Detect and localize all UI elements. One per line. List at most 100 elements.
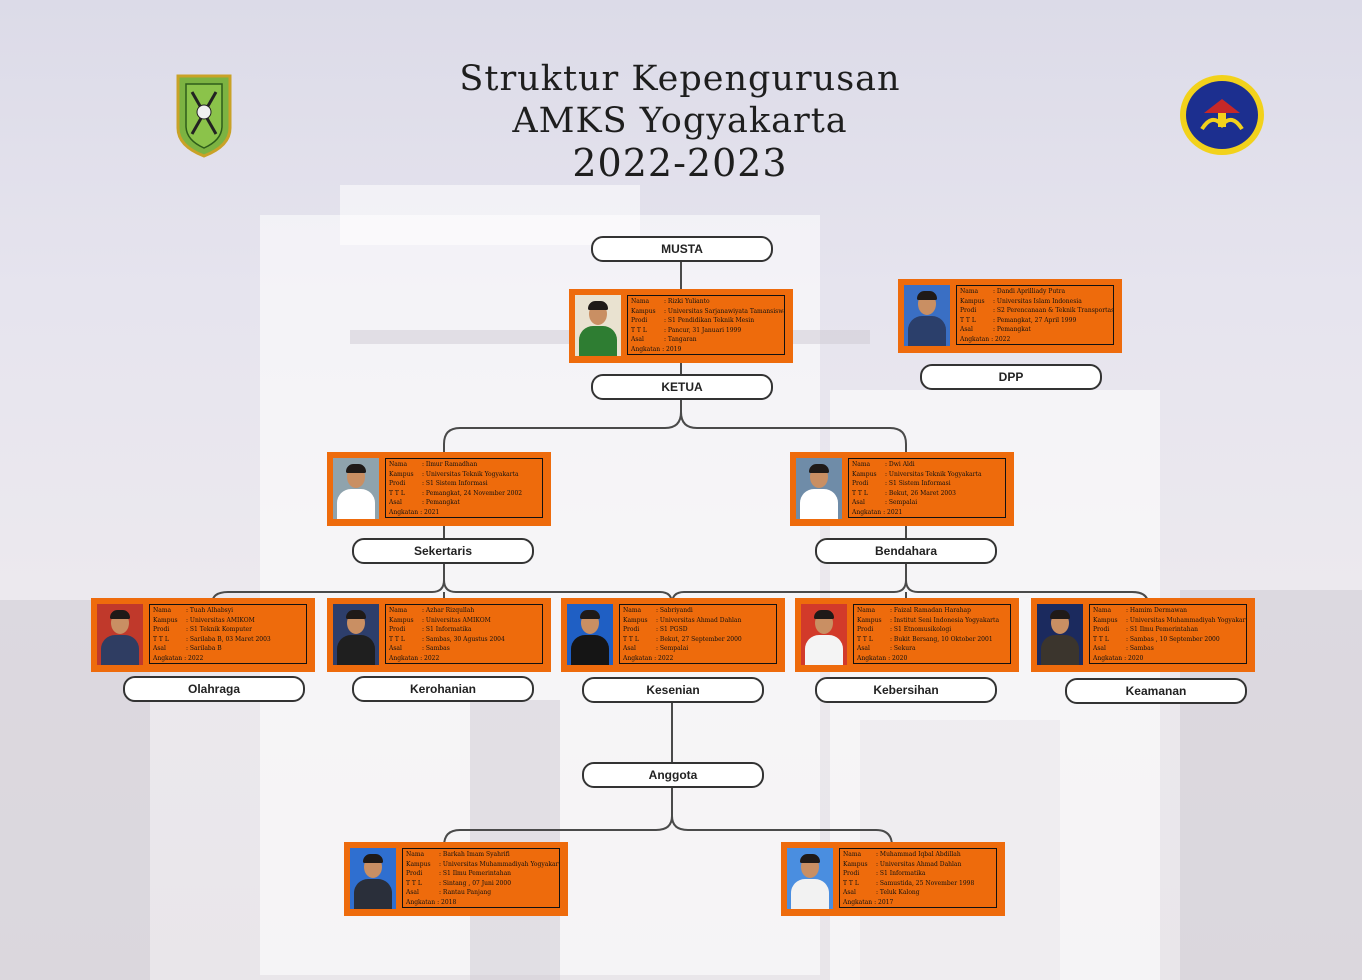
info-row-angkatan: Angkatan: 2017 xyxy=(843,898,993,907)
info-label-kampus: Kampus xyxy=(1093,616,1118,624)
info-row-ttl: T T L: Sintang , 07 Juni 2000 xyxy=(406,879,556,889)
photo-body xyxy=(571,635,609,665)
info-label-ttl: T T L xyxy=(623,635,639,643)
info-row-angkatan: Angkatan: 2022 xyxy=(960,335,1110,344)
role-kesenian: Kesenian xyxy=(582,677,764,703)
info-label-nama: Nama xyxy=(857,607,876,614)
info-value-angkatan: : 2017 xyxy=(874,898,894,906)
info-row-nama: Nama: Sabriyandi xyxy=(623,606,773,616)
info-value-asal: : Sempalai xyxy=(656,645,689,653)
info-value-kampus: : Universitas Teknik Yogyakarta xyxy=(422,470,519,478)
role-keamanan: Keamanan xyxy=(1065,678,1247,704)
info-label-ttl: T T L xyxy=(153,635,169,643)
info-label-nama: Nama xyxy=(843,851,862,858)
photo-hair xyxy=(363,854,383,863)
info-row-prodi: Prodi: S1 Teknik Komputer xyxy=(153,625,303,635)
info-label-nama: Nama xyxy=(623,607,642,614)
role-kerohanian: Kerohanian xyxy=(352,676,534,702)
info-row-nama: Nama: Tuah Alhabsyi xyxy=(153,606,303,616)
info-row-ttl: T T L: Bukit Bersang, 10 Oktober 2001 xyxy=(857,635,1007,645)
info-value-angkatan: : 2022 xyxy=(654,654,674,662)
photo-body xyxy=(337,489,375,519)
info-label-prodi: Prodi xyxy=(843,870,860,878)
info-label-nama: Nama xyxy=(406,851,425,858)
photo-body xyxy=(354,879,392,909)
info-value-kampus: : Universitas AMIKOM xyxy=(186,616,255,624)
info-label-kampus: Kampus xyxy=(843,860,868,868)
info-row-kampus: Kampus: Universitas Ahmad Dahlan xyxy=(623,616,773,626)
info-label-angkatan: Angkatan xyxy=(389,508,419,516)
info-value-ttl: : Sambas, 30 Agustus 2004 xyxy=(422,635,505,643)
page-title: Struktur Kepengurusan AMKS Yogyakarta 20… xyxy=(430,58,930,184)
info-row-asal: Asal: Teluk Kalong xyxy=(843,888,993,898)
info-row-nama: Nama: Hamim Dermawan xyxy=(1093,606,1243,616)
info-row-asal: Asal: Pemangkat xyxy=(389,498,539,508)
photo-body xyxy=(579,326,617,356)
member-photo xyxy=(575,295,621,356)
info-label-asal: Asal xyxy=(852,499,865,507)
photo-hair xyxy=(580,610,600,619)
info-row-kampus: Kampus: Universitas Muhammadiyah Yogyaka… xyxy=(406,860,559,870)
info-row-prodi: Prodi: S1 Ilmu Pemerintahan xyxy=(1093,625,1243,635)
info-label-asal: Asal xyxy=(960,326,973,334)
info-label-kampus: Kampus xyxy=(389,616,414,624)
info-value-angkatan: : 2022 xyxy=(184,654,204,662)
photo-body xyxy=(908,316,946,346)
info-value-asal: : Pemangkat xyxy=(422,499,460,507)
info-value-kampus: : Universitas Ahmad Dahlan xyxy=(876,860,962,868)
info-row-asal: Asal: Pemangkat xyxy=(960,325,1110,335)
info-value-ttl: : Sarilaba B, 03 Maret 2003 xyxy=(186,635,271,643)
info-row-ttl: T T L: Pancur, 31 Januari 1999 xyxy=(631,326,781,336)
info-label-ttl: T T L xyxy=(1093,635,1109,643)
info-label-prodi: Prodi xyxy=(623,626,640,634)
info-value-ttl: : Pemangkat, 27 April 1999 xyxy=(993,316,1077,324)
info-label-nama: Nama xyxy=(153,607,172,614)
info-row-asal: Asal: Sambas xyxy=(389,644,539,654)
info-row-kampus: Kampus: Universitas Muhammadiyah Yogyaka… xyxy=(1093,616,1246,626)
info-value-angkatan: : 2021 xyxy=(420,508,440,516)
info-label-ttl: T T L xyxy=(406,879,422,887)
info-row-asal: Asal: Sarilaba B xyxy=(153,644,303,654)
info-label-nama: Nama xyxy=(389,607,408,614)
member-photo xyxy=(796,458,842,519)
info-row-ttl: T T L : Sarilaba B, 03 Maret 2003 xyxy=(153,635,303,645)
info-label-ttl: T T L xyxy=(389,635,405,643)
info-label-ttl: T T L xyxy=(852,489,868,497)
info-row-kampus: Kampus: Universitas Sarjanawiyata Tamans… xyxy=(631,307,784,317)
info-value-ttl: : Sambas , 10 September 2000 xyxy=(1126,635,1220,643)
info-row-kampus: Kampus: Universitas AMIKOM xyxy=(389,616,539,626)
role-kebersihan: Kebersihan xyxy=(815,677,997,703)
info-row-kampus: Kampus: Universitas Teknik Yogyakarta xyxy=(389,470,539,480)
photo-hair xyxy=(917,291,937,300)
member-photo xyxy=(787,848,833,909)
info-value-asal: : Teluk Kalong xyxy=(876,889,920,897)
info-row-angkatan: Angkatan: 2022 xyxy=(389,654,539,663)
info-row-ttl: T T L: Pemangkat, 24 November 2002 xyxy=(389,489,539,499)
info-label-ttl: T T L xyxy=(389,489,405,497)
info-row-prodi: Prodi: S2 Perencanaan & Teknik Transport… xyxy=(960,306,1113,316)
info-value-kampus: : Universitas Ahmad Dahlan xyxy=(656,616,742,624)
info-row-ttl: T T L: Samustida, 25 November 1998 xyxy=(843,879,993,889)
member-photo xyxy=(1037,604,1083,665)
info-value-nama: : Rizki Yulianto xyxy=(664,298,710,305)
info-label-angkatan: Angkatan xyxy=(843,898,873,906)
info-row-nama: Nama: Azhar Rizqullah xyxy=(389,606,539,616)
info-value-prodi: : S1 Teknik Komputer xyxy=(186,626,252,634)
info-value-asal: : Sempalai xyxy=(885,499,918,507)
info-label-angkatan: Angkatan xyxy=(1093,654,1123,662)
info-label-angkatan: Angkatan xyxy=(857,654,887,662)
info-row-prodi: Prodi: S1 Ilmu Pemerintahan xyxy=(406,869,556,879)
info-value-ttl: : Bukit Bersang, 10 Oktober 2001 xyxy=(890,635,993,643)
info-value-ttl: : Bekut, 26 Maret 2003 xyxy=(885,489,956,497)
info-label-kampus: Kampus xyxy=(406,860,431,868)
info-value-kampus: : Universitas Sarjanawiyata Tamansiswa xyxy=(664,307,785,315)
info-value-kampus: : Universitas Teknik Yogyakarta xyxy=(885,470,982,478)
info-row-prodi: Prodi: S1 Informatika xyxy=(389,625,539,635)
info-row-angkatan: Angkatan: 2019 xyxy=(631,345,781,354)
